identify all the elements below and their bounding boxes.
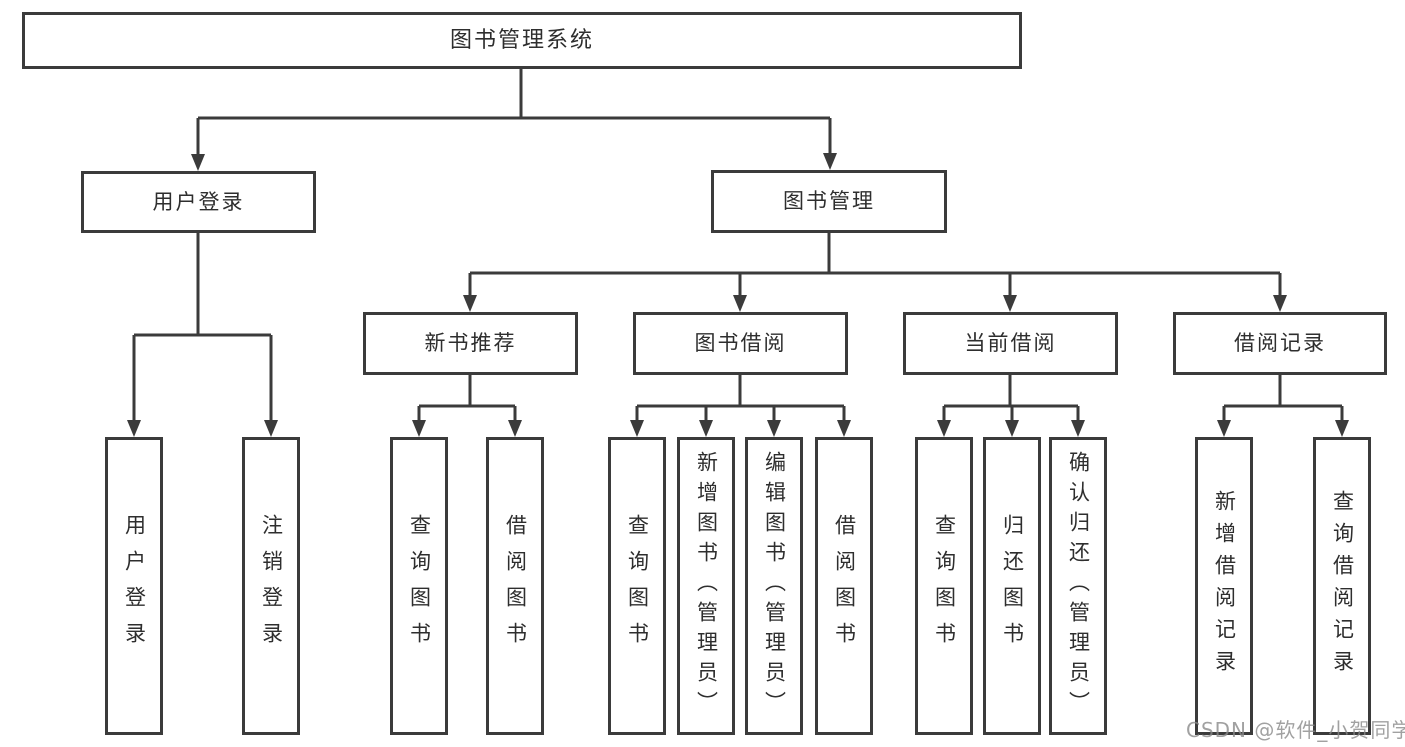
node-new-book-recommend-label: 新书推荐: [424, 331, 517, 355]
leaf-newbook-borrow-book-label: 借阅图书: [503, 514, 528, 658]
leaf-borrow-add-book-admin-label: 新增图书（管理员）: [694, 451, 719, 721]
leaf-current-confirm-return-admin-label: 确认归还（管理员）: [1066, 451, 1091, 721]
arrowheads: [127, 153, 1349, 437]
node-root-label: 图书管理系统: [449, 27, 594, 53]
leaf-logout-login: 注销登录: [242, 437, 300, 735]
node-root: 图书管理系统: [22, 12, 1022, 69]
leaf-borrow-query-book: 查询图书: [608, 437, 666, 735]
node-book-management-label: 图书管理: [783, 189, 875, 213]
node-current-borrow-label: 当前借阅: [964, 331, 1057, 355]
csdn-watermark: CSDN @软件_小贺同学: [1186, 718, 1405, 742]
leaf-borrow-query-book-label: 查询图书: [625, 514, 650, 658]
node-current-borrow: 当前借阅: [903, 312, 1118, 375]
leaf-user-login-label: 用户登录: [122, 514, 147, 658]
node-book-management: 图书管理: [711, 170, 947, 233]
leaf-current-return-book: 归还图书: [983, 437, 1041, 735]
node-user-login: 用户登录: [81, 171, 316, 233]
leaf-logout-login-label: 注销登录: [259, 514, 284, 658]
leaf-record-query-borrow-record: 查询借阅记录: [1313, 437, 1371, 735]
leaf-borrow-add-book-admin: 新增图书（管理员）: [677, 437, 735, 735]
node-new-book-recommend: 新书推荐: [363, 312, 578, 375]
node-user-login-label: 用户登录: [152, 189, 245, 214]
leaf-current-query-book: 查询图书: [915, 437, 973, 735]
leaf-user-login: 用户登录: [105, 437, 163, 735]
leaf-record-add-borrow-record-label: 新增借阅记录: [1212, 490, 1237, 682]
leaf-borrow-edit-book-admin-label: 编辑图书（管理员）: [762, 451, 787, 721]
leaf-borrow-borrow-book: 借阅图书: [815, 437, 873, 735]
node-borrow-record: 借阅记录: [1173, 312, 1387, 375]
node-book-borrow: 图书借阅: [633, 312, 848, 375]
leaf-current-confirm-return-admin: 确认归还（管理员）: [1049, 437, 1107, 735]
leaf-borrow-edit-book-admin: 编辑图书（管理员）: [745, 437, 803, 735]
leaf-newbook-borrow-book: 借阅图书: [486, 437, 544, 735]
leaf-record-add-borrow-record: 新增借阅记录: [1195, 437, 1253, 735]
leaf-newbook-query-book: 查询图书: [390, 437, 448, 735]
node-book-borrow-label: 图书借阅: [694, 331, 787, 355]
leaf-borrow-borrow-book-label: 借阅图书: [832, 514, 857, 658]
node-borrow-record-label: 借阅记录: [1234, 331, 1326, 355]
leaf-current-query-book-label: 查询图书: [932, 514, 957, 658]
leaf-record-query-borrow-record-label: 查询借阅记录: [1330, 490, 1355, 682]
leaf-current-return-book-label: 归还图书: [1000, 514, 1025, 658]
leaf-newbook-query-book-label: 查询图书: [407, 514, 432, 658]
